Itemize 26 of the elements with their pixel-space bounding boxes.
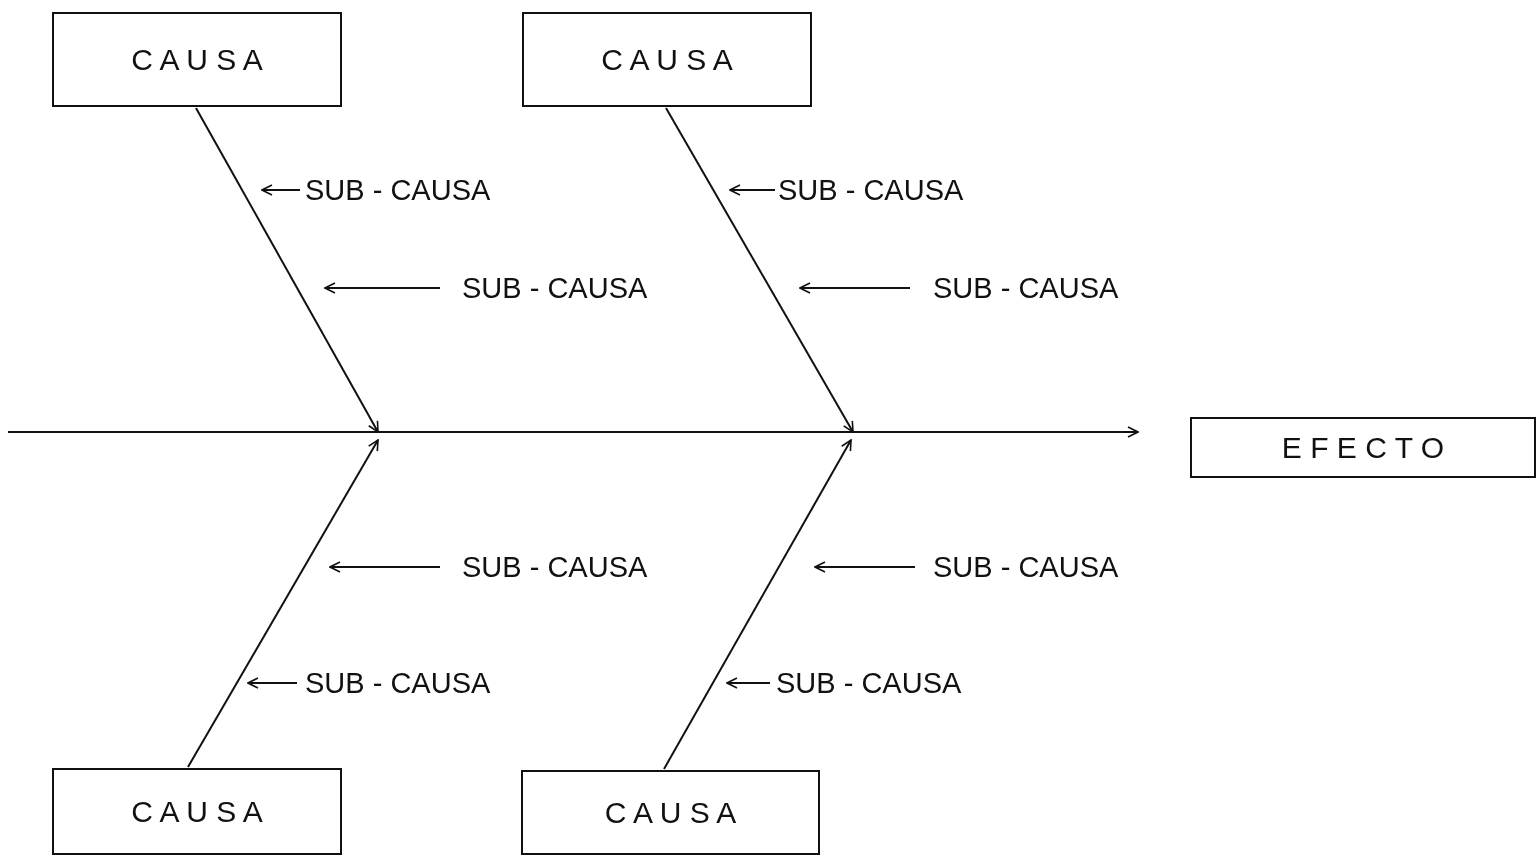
arrow	[663, 439, 852, 770]
cause-box: C A U S A	[522, 12, 812, 107]
arrow	[729, 184, 776, 196]
arrow	[814, 561, 916, 573]
sub-cause-label: SUB - CAUSA	[462, 271, 648, 305]
sub-cause-label: SUB - CAUSA	[462, 550, 648, 584]
sub-cause-label: SUB - CAUSA	[933, 271, 1119, 305]
cause-box: C A U S A	[52, 768, 342, 855]
sub-cause-label: SUB - CAUSA	[305, 666, 491, 700]
arrow	[187, 439, 379, 768]
arrow	[7, 426, 1139, 438]
sub-cause-label: SUB - CAUSA	[776, 666, 962, 700]
sub-cause-label: SUB - CAUSA	[778, 173, 964, 207]
sub-cause-label: SUB - CAUSA	[933, 550, 1119, 584]
arrow	[261, 184, 301, 196]
arrow	[726, 677, 771, 689]
cause-box: C A U S A	[52, 12, 342, 107]
arrow	[247, 677, 298, 689]
cause-box: C A U S A	[521, 770, 820, 855]
arrow	[195, 107, 379, 433]
effect-box: E F E C T O	[1190, 417, 1536, 478]
sub-cause-label: SUB - CAUSA	[305, 173, 491, 207]
arrow	[799, 282, 911, 294]
arrow	[329, 561, 441, 573]
arrow	[324, 282, 441, 294]
arrow	[665, 107, 854, 433]
